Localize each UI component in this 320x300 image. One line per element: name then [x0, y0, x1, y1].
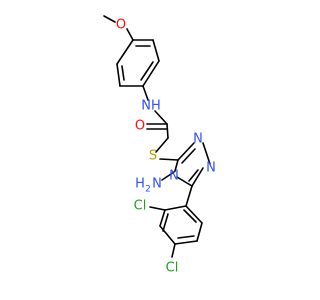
bond	[177, 142, 195, 161]
bond	[162, 213, 169, 232]
bond	[177, 235, 195, 239]
para-chlorine-label: Cl	[166, 261, 179, 276]
amino-subscript-label: 2	[145, 185, 151, 195]
bond	[181, 148, 196, 164]
molecule-diagram: O NH O S N N N H 2 N Cl Cl	[103, 15, 216, 276]
bond	[159, 209, 166, 227]
bond	[159, 225, 176, 245]
bond	[126, 28, 134, 41]
bond	[191, 167, 204, 187]
bond	[159, 158, 179, 161]
bond	[154, 110, 168, 125]
bond	[142, 85, 149, 101]
triazole-n4-label: N	[169, 169, 179, 184]
bond	[116, 39, 134, 65]
amino-h-label: H	[135, 177, 145, 192]
amide-nh-label: NH	[141, 99, 161, 114]
bond	[183, 209, 197, 223]
triazole-n-top-label: N	[193, 132, 203, 147]
bond	[185, 185, 193, 207]
bond	[174, 159, 179, 172]
bond	[196, 222, 203, 242]
bond-layer	[103, 15, 211, 258]
sulfur-label: S	[149, 149, 157, 164]
bond	[202, 142, 211, 165]
carbonyl-oxygen-label: O	[135, 119, 145, 134]
methoxy-oxygen-label: O	[116, 18, 126, 33]
structure-drawing: O NH O S N N N H 2 N Cl Cl	[103, 15, 216, 276]
bond	[185, 205, 203, 224]
bond	[152, 39, 160, 62]
bond	[176, 176, 193, 187]
bond	[161, 171, 175, 181]
bond	[103, 15, 116, 23]
bond	[188, 169, 199, 182]
bond	[140, 61, 154, 81]
bond	[174, 240, 198, 245]
bond	[171, 243, 176, 258]
bond	[121, 65, 125, 81]
triazole-n-right-label: N	[206, 161, 216, 176]
ortho-chlorine-label: Cl	[134, 199, 147, 214]
bond	[166, 123, 169, 139]
amino-n-label: N	[152, 177, 162, 192]
bond	[164, 205, 187, 211]
bond	[155, 137, 169, 153]
atom-label-layer: O NH O S N N N H 2 N Cl Cl	[116, 18, 216, 276]
bond	[116, 63, 121, 87]
bond	[142, 60, 160, 87]
bond	[149, 206, 166, 211]
